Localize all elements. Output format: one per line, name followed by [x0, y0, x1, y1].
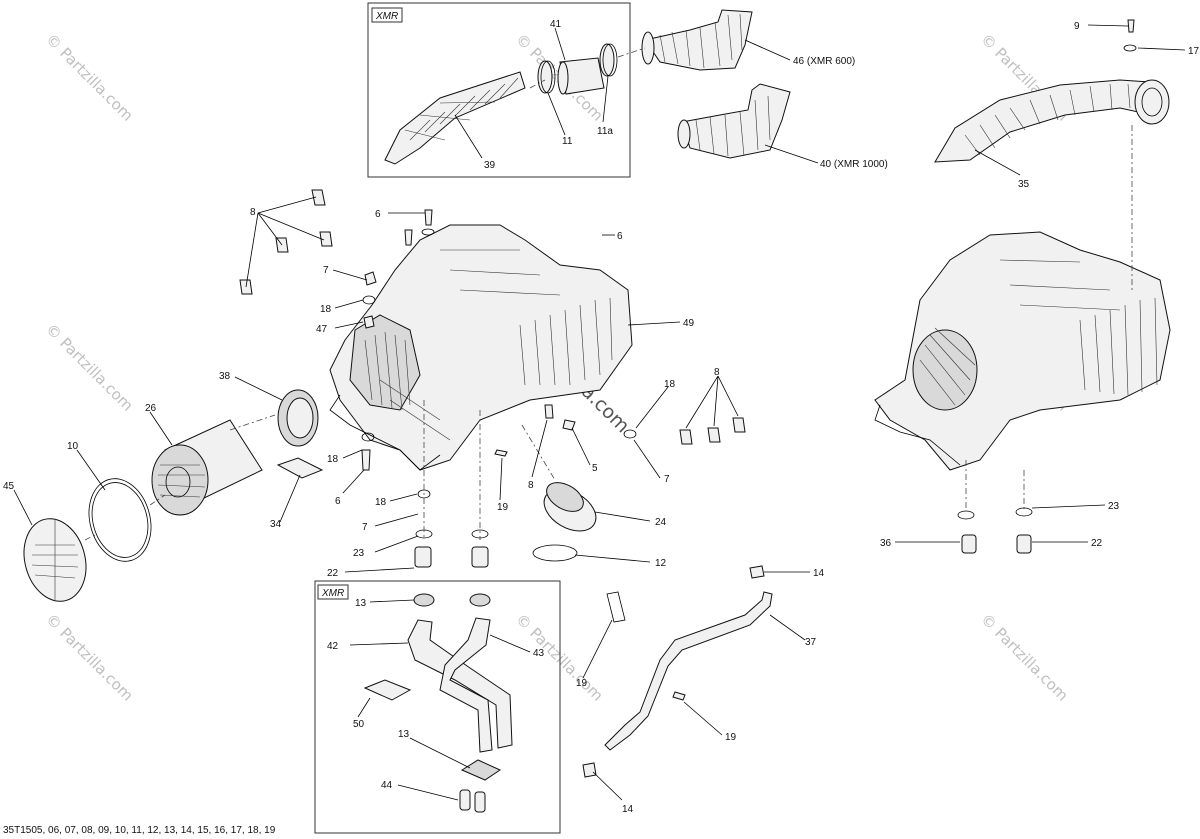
callout-19: 19 [725, 732, 737, 743]
callout-7: 7 [664, 474, 670, 485]
callout-23: 23 [1108, 501, 1120, 512]
part-26-air-filter [151, 419, 263, 516]
callout-18: 18 [375, 497, 387, 508]
callout-37: 37 [805, 637, 817, 648]
part-8-clips [239, 189, 746, 445]
callout-40: 40 (XMR 1000) [820, 159, 888, 170]
callout-13: 13 [398, 729, 410, 740]
callout-22: 22 [327, 568, 339, 579]
part-12-clamp [532, 544, 578, 562]
watermark: © Partzilla.com [42, 320, 137, 415]
part-34-label [276, 457, 324, 479]
callout-13: 13 [355, 598, 367, 609]
part-10-ring [88, 478, 152, 562]
callout-50: 50 [353, 719, 365, 730]
callout-24: 24 [655, 517, 667, 528]
callout-34: 34 [270, 519, 282, 530]
watermark: © Partzilla.com [512, 610, 607, 705]
assembly-center-lines [84, 47, 1133, 541]
callout-18: 18 [327, 454, 339, 465]
xmr-tag-top: XMR [375, 11, 398, 22]
callout-49: 49 [683, 318, 695, 329]
callout-45: 45 [3, 481, 15, 492]
callout-8: 8 [528, 480, 534, 491]
callout-9: 9 [1074, 21, 1080, 32]
callout-12: 12 [655, 558, 667, 569]
callout-19: 19 [497, 502, 509, 513]
xmr-tag-box [317, 584, 349, 600]
leader-lines [13, 24, 1186, 801]
callout-14: 14 [622, 804, 634, 815]
callout-18: 18 [320, 304, 332, 315]
callout-23: 23 [353, 548, 365, 559]
xmr-tag-bottom: XMR [321, 588, 344, 599]
callout-22: 22 [1091, 538, 1103, 549]
callout-18: 18 [664, 379, 676, 390]
part-11a-clamp [599, 43, 618, 77]
part-39-intake-duct [384, 71, 526, 165]
callout-7: 7 [362, 522, 368, 533]
callout-19: 19 [576, 678, 588, 689]
callout-35: 35 [1018, 179, 1030, 190]
callout-6: 6 [617, 231, 623, 242]
callout-8: 8 [714, 367, 720, 378]
callout-44: 44 [381, 780, 393, 791]
callout-41: 41 [550, 19, 562, 30]
airbox-main [329, 224, 633, 471]
part-13-coupling [460, 759, 502, 781]
callout-42: 42 [327, 641, 339, 652]
callout-39: 39 [484, 160, 496, 171]
part-50-label [363, 679, 412, 701]
part-19-strap [606, 591, 626, 623]
part-44-caps [459, 789, 486, 813]
airbox-assembly-right [874, 231, 1171, 471]
callout-36: 36 [880, 538, 892, 549]
part-45-cover [23, 518, 87, 602]
callout-46: 46 (XMR 600) [793, 56, 855, 67]
callout-6: 6 [335, 496, 341, 507]
callout-14: 14 [813, 568, 825, 579]
watermark: © Partzilla.com [42, 30, 137, 125]
drawing-reference-code: 35T1505, 06, 07, 08, 09, 10, 11, 12, 13,… [3, 825, 276, 836]
callout-7: 7 [323, 265, 329, 276]
callout-5: 5 [592, 463, 598, 474]
part-42-hose [407, 619, 513, 749]
xmr-inset-box-bottom [314, 580, 561, 834]
watermark: © Partzilla.com [977, 610, 1072, 705]
xmr-inset-box-top [367, 2, 631, 178]
callout-17: 17 [1188, 46, 1200, 57]
callout-8: 8 [250, 207, 256, 218]
part-38-gasket [277, 389, 319, 447]
callout-10: 10 [67, 441, 79, 452]
callout-11a: 11a [597, 126, 613, 137]
part-35-intake-duct [934, 79, 1170, 163]
part-24-boot [543, 482, 597, 532]
watermark: © Partzilla.com [42, 610, 137, 705]
callout-6: 6 [375, 209, 381, 220]
part-37-tube [604, 591, 773, 751]
callout-43: 43 [533, 648, 545, 659]
part-40-duct [677, 83, 791, 159]
part-43-hose [439, 617, 493, 753]
part-46-duct [641, 9, 753, 71]
callout-38: 38 [219, 371, 231, 382]
callout-47: 47 [316, 324, 328, 335]
xmr-tag-box [371, 7, 403, 23]
small-fittings [361, 19, 1137, 778]
callout-labels: 41 46 (XMR 600) 39 11 11a 40 (XMR 1000) … [3, 19, 1200, 815]
callout-26: 26 [145, 403, 157, 414]
callout-11: 11 [562, 136, 573, 147]
part-41-sleeve [557, 57, 605, 95]
